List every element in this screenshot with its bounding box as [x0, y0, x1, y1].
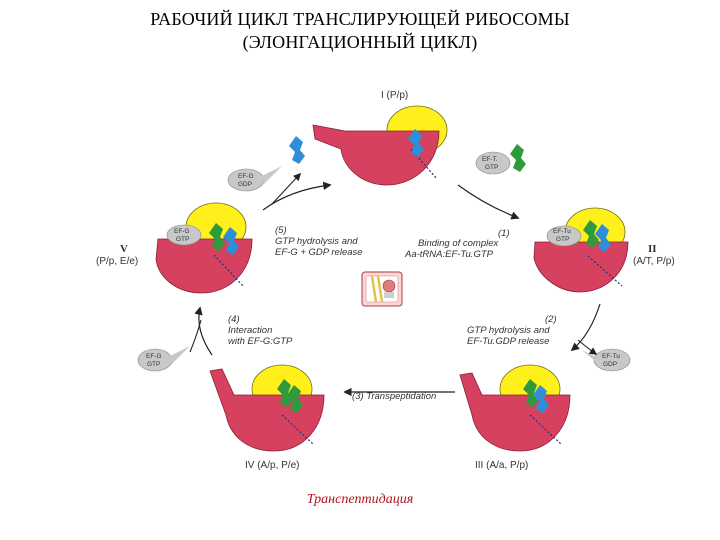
- svg-text:GTP: GTP: [176, 236, 189, 243]
- state-label-II: II: [648, 243, 657, 255]
- state-label-V: V: [120, 243, 128, 255]
- ef-tu-gdp-icon: [582, 348, 631, 372]
- slide-title-line1: РАБОЧИЙ ЦИКЛ ТРАНСЛИРУЮЩЕЙ РИБОСОМЫ: [150, 9, 570, 29]
- step-5-number: (5): [275, 225, 287, 236]
- eftu-gdp-label: EF-Tu: [602, 353, 620, 360]
- arrow-step-4-bind: [189, 319, 202, 353]
- efg-gtp-free-label: EF-G: [146, 353, 162, 360]
- step-2-number: (2): [545, 314, 557, 325]
- svg-text:GTP: GTP: [147, 361, 160, 368]
- ribosome-state-IV: [209, 364, 325, 452]
- arrow-step-4: [194, 306, 213, 356]
- large-subunit: [209, 368, 325, 452]
- ef-g-bound-icon: [166, 224, 202, 246]
- slide-title-line2: (ЭЛОНГАЦИОННЫЙ ЦИКЛ): [242, 32, 478, 52]
- ef-tu-bound-icon: [546, 225, 582, 247]
- large-subunit: [459, 372, 571, 452]
- step-4-number: (4): [228, 314, 240, 325]
- arrow-step-2: [570, 303, 601, 352]
- step-3-label: (3) Transpeptidation: [352, 391, 436, 402]
- state-label-IV: IV (A/p, P/e): [245, 460, 299, 471]
- arrow-step-5-release: [271, 172, 302, 205]
- svg-text:GTP: GTP: [556, 236, 569, 243]
- ef-tu-gtp-trna-complex-icon: [475, 144, 526, 175]
- caption-transpeptidation: Транспептидация: [306, 492, 414, 507]
- svg-text:GDP: GDP: [238, 181, 252, 188]
- state-sites-V: (P/p, E/e): [96, 256, 138, 267]
- ef-g-gtp-free-icon: [137, 346, 190, 372]
- state-label-I: I (P/p): [381, 90, 408, 101]
- ribosome-state-III: [459, 364, 571, 452]
- released-trna-icon: [289, 136, 305, 164]
- step-2-line1: GTP hydrolysis and: [467, 325, 550, 336]
- step-4-line1: Interaction: [228, 325, 272, 336]
- state-label-III: III (A/a, P/p): [475, 460, 528, 471]
- arrow-step-2-release: [577, 339, 598, 355]
- step-1-line1: Binding of complex: [418, 238, 500, 249]
- large-subunit: [155, 238, 253, 294]
- large-subunit: [533, 241, 629, 293]
- eftu-bound-label: EF-Tu: [553, 228, 571, 235]
- efg-gdp-label: EF-G: [238, 173, 254, 180]
- ribosome-state-II: [533, 207, 629, 293]
- step-5-line1: GTP hydrolysis and: [275, 236, 358, 247]
- step-5-line2: EF-G + GDP release: [275, 247, 363, 258]
- media-clip-icon[interactable]: [361, 271, 403, 307]
- svg-text:GDP: GDP: [603, 361, 617, 368]
- efg-bound-label: EF-G: [174, 228, 190, 235]
- arrow-step-5: [262, 181, 332, 211]
- step-1-number: (1): [498, 228, 510, 239]
- ribosome-state-I: [312, 105, 448, 186]
- arrow-step-1: [457, 184, 520, 220]
- step-2-line2: EF-Tu.GDP release: [467, 336, 549, 347]
- eftu-gtp-label: EF-T.: [482, 156, 498, 163]
- svg-text:GTP: GTP: [485, 164, 498, 171]
- step-4-line2: with EF-G:GTP: [228, 336, 293, 347]
- step-1-line2: Aa-tRNA:EF-Tu.GTP: [404, 249, 494, 260]
- ribosome-state-V: [155, 202, 253, 294]
- ef-g-gdp-icon: [227, 166, 282, 192]
- state-sites-II: (A/T, P/p): [633, 256, 675, 267]
